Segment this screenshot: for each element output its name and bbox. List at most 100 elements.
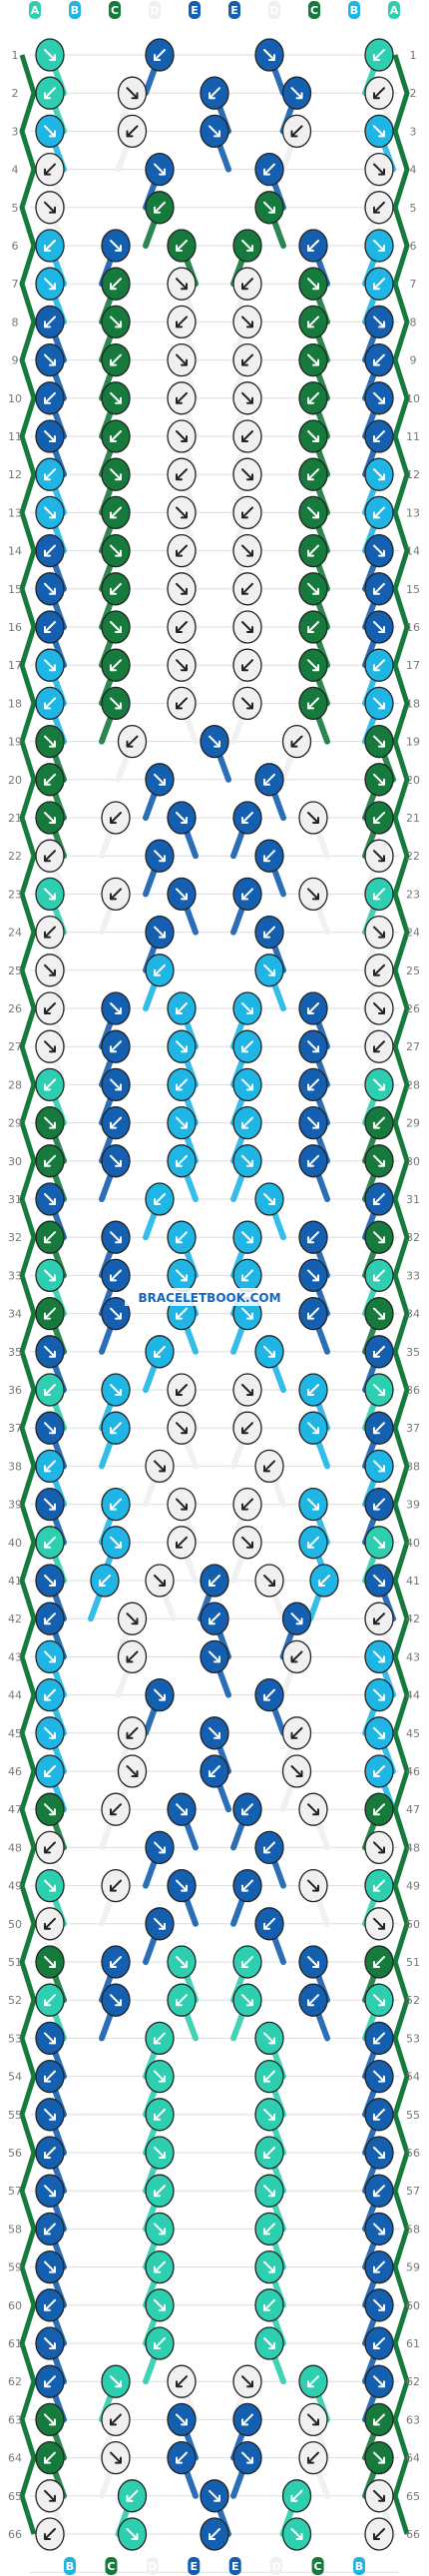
knot: [35, 1144, 65, 1178]
knot: [364, 1830, 394, 1865]
knot: [101, 877, 131, 912]
row-number-right: 65: [406, 2490, 420, 2503]
column-letter: D: [272, 2560, 281, 2573]
knot: [167, 1526, 197, 1560]
knot-arrow-icon: [44, 1994, 56, 2007]
knot: [167, 2364, 197, 2398]
knot: [167, 1029, 197, 1063]
knot-arrow-icon: [373, 544, 385, 557]
knot: [167, 419, 197, 453]
knot: [232, 1067, 262, 1102]
knot: [35, 2098, 65, 2132]
row-number-right: 12: [406, 468, 420, 481]
row-number-left: 30: [8, 1155, 22, 1168]
knot: [101, 267, 131, 301]
row-number-right: 1: [410, 49, 417, 62]
knot-arrow-icon: [44, 87, 56, 100]
column-letter: D: [148, 2560, 157, 2573]
knot: [364, 1449, 394, 1484]
knot: [298, 1945, 328, 1979]
row-number-right: 32: [406, 1231, 420, 1244]
knot: [364, 1716, 394, 1750]
knot: [35, 1754, 65, 1788]
knot: [298, 342, 328, 377]
knot: [167, 1945, 197, 1979]
knot: [364, 610, 394, 644]
knot-arrow-icon: [110, 544, 122, 557]
knot: [101, 305, 131, 339]
knot-arrow-icon: [176, 1231, 188, 1244]
row-number-left: 8: [12, 316, 19, 328]
knot: [35, 2288, 65, 2322]
knot-arrow-icon: [126, 1612, 139, 1625]
column-marker-top: [268, 1, 280, 19]
knot: [254, 2136, 284, 2170]
knot-arrow-icon: [373, 621, 385, 633]
knot: [101, 1258, 131, 1293]
knot: [35, 1373, 65, 1407]
knot-arrow-icon: [307, 1956, 319, 1968]
knot-arrow-icon: [44, 1726, 56, 1739]
knot: [364, 1754, 394, 1788]
knot-arrow-icon: [290, 87, 303, 100]
knot-arrow-icon: [263, 773, 275, 786]
knot: [281, 1716, 312, 1750]
row-number-left: 34: [8, 1308, 22, 1321]
knot-arrow-icon: [241, 1078, 253, 1091]
knot-arrow-icon: [44, 926, 56, 939]
knot-arrow-icon: [307, 2375, 319, 2388]
knot-arrow-icon: [126, 125, 139, 138]
knot-arrow-icon: [154, 2260, 166, 2273]
knot-arrow-icon: [110, 506, 122, 519]
row-number-right: 62: [406, 2375, 420, 2388]
knot-arrow-icon: [373, 964, 385, 976]
knot: [298, 1792, 328, 1826]
knot-arrow-icon: [241, 1154, 253, 1167]
knot-arrow-icon: [110, 391, 122, 404]
knot-arrow-icon: [209, 1612, 220, 1625]
knot-arrow-icon: [44, 240, 56, 252]
knot-arrow-icon: [373, 87, 385, 100]
knot-arrow-icon: [44, 1422, 56, 1435]
knot-arrow-icon: [373, 1422, 385, 1435]
knot: [145, 1449, 175, 1484]
knot-arrow-icon: [241, 1956, 253, 1968]
knot: [35, 648, 65, 682]
row-number-left: 62: [8, 2375, 22, 2388]
knot-arrow-icon: [373, 201, 385, 214]
knot-arrow-icon: [44, 812, 56, 824]
knot: [364, 2364, 394, 2398]
knot: [364, 342, 394, 377]
knot: [101, 1220, 131, 1254]
knot-arrow-icon: [373, 1917, 385, 1930]
knot-arrow-icon: [154, 49, 166, 61]
knot: [35, 1296, 65, 1331]
knot: [364, 1677, 394, 1712]
knot-arrow-icon: [154, 1841, 166, 1854]
knot-arrow-icon: [307, 506, 319, 519]
knot-arrow-icon: [176, 582, 188, 595]
knot: [364, 2021, 394, 2056]
knot: [364, 191, 394, 225]
row-number-left: 7: [12, 278, 19, 291]
knot-arrow-icon: [241, 1994, 253, 2007]
column-letter: B: [355, 2560, 363, 2573]
knot-arrow-icon: [373, 1956, 385, 1968]
knot: [35, 1830, 65, 1865]
knot: [232, 305, 262, 339]
row-number-left: 1: [12, 49, 19, 62]
row-number-left: 53: [8, 2032, 22, 2045]
knot-arrow-icon: [241, 697, 253, 710]
knot: [145, 954, 175, 987]
knot-arrow-icon: [176, 812, 188, 824]
knot: [364, 1335, 394, 1369]
knot-arrow-icon: [110, 1040, 122, 1053]
knot: [117, 76, 148, 110]
knot-arrow-icon: [307, 1384, 319, 1396]
knot: [35, 2440, 65, 2475]
knot-arrow-icon: [44, 888, 56, 901]
knot-arrow-icon: [44, 1307, 56, 1320]
knot-arrow-icon: [373, 1688, 385, 1701]
knot-arrow-icon: [110, 582, 122, 595]
